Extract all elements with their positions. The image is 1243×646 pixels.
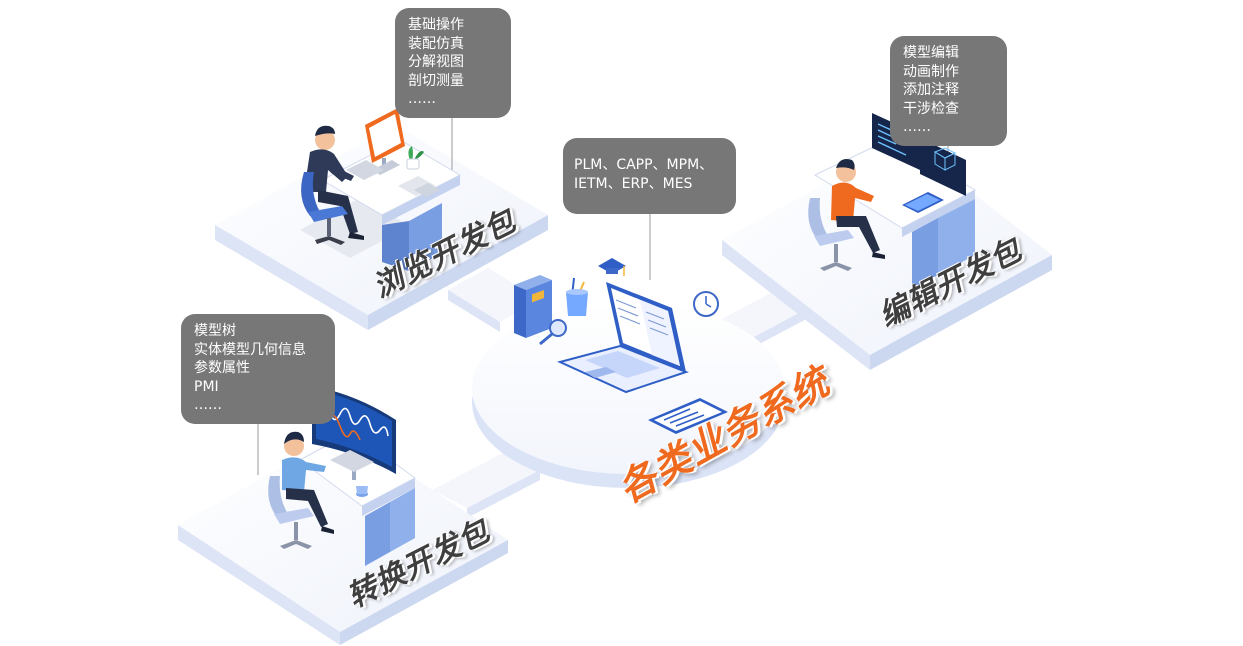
browse-feature-0: 基础操作 — [408, 17, 464, 33]
mug-icon — [356, 486, 368, 497]
person-icon — [282, 431, 334, 534]
convert-features-bubble: 模型树 实体模型几何信息 参数属性 PMI …… — [181, 314, 335, 424]
convert-platform — [178, 432, 508, 645]
clock-icon — [693, 291, 719, 317]
monitor-icon — [365, 108, 405, 175]
laptop-icon — [557, 282, 689, 394]
edit-feature-0: 模型编辑 — [903, 45, 959, 61]
chair-icon — [301, 172, 348, 245]
hub-system-line-1: IETM、ERP、MES — [574, 175, 693, 192]
convert-feature-4: …… — [194, 397, 222, 413]
browse-feature-1: 装配仿真 — [408, 35, 464, 52]
convert-feature-3: PMI — [194, 378, 219, 395]
tablet-icon — [902, 192, 944, 213]
keyboard-icon — [330, 450, 374, 472]
edit-desk — [813, 139, 977, 289]
browse-feature-3: 剖切测量 — [408, 72, 464, 89]
convert-feature-0: 模型树 — [194, 323, 236, 339]
chair-icon — [808, 198, 854, 271]
browse-feature-2: 分解视图 — [408, 54, 464, 70]
convert-feature-1: 实体模型几何信息 — [194, 341, 306, 358]
plant-icon — [406, 146, 424, 170]
edit-feature-2: 添加注释 — [903, 82, 959, 98]
person-icon — [831, 159, 885, 259]
edit-feature-4: …… — [903, 119, 931, 135]
hub-system-line-0: PLM、CAPP、MPM、 — [574, 157, 714, 173]
edit-feature-3: 干涉检查 — [903, 100, 959, 117]
keyboard-icon — [346, 160, 384, 180]
browse-features-bubble: 基础操作 装配仿真 分解视图 剖切测量 …… — [395, 8, 511, 118]
edit-features-bubble: 模型编辑 动画制作 添加注释 干涉检查 …… — [890, 36, 1007, 146]
pen-holder-icon — [566, 277, 588, 316]
browse-platform — [215, 125, 548, 330]
chair-icon — [268, 476, 314, 549]
papers-icon — [398, 176, 440, 197]
tablet-icon — [648, 398, 728, 434]
cube-icon — [920, 138, 966, 196]
book-icon — [514, 275, 552, 338]
edit-feature-1: 动画制作 — [903, 63, 959, 80]
hub-systems-bubble: PLM、CAPP、MPM、 IETM、ERP、MES — [563, 138, 736, 214]
person-icon — [304, 125, 364, 240]
magnifier-icon — [539, 319, 567, 346]
convert-feature-2: 参数属性 — [194, 360, 250, 376]
graduation-cap-icon — [598, 258, 626, 276]
connector-convert — [432, 452, 540, 518]
browse-feature-4: …… — [408, 91, 436, 107]
